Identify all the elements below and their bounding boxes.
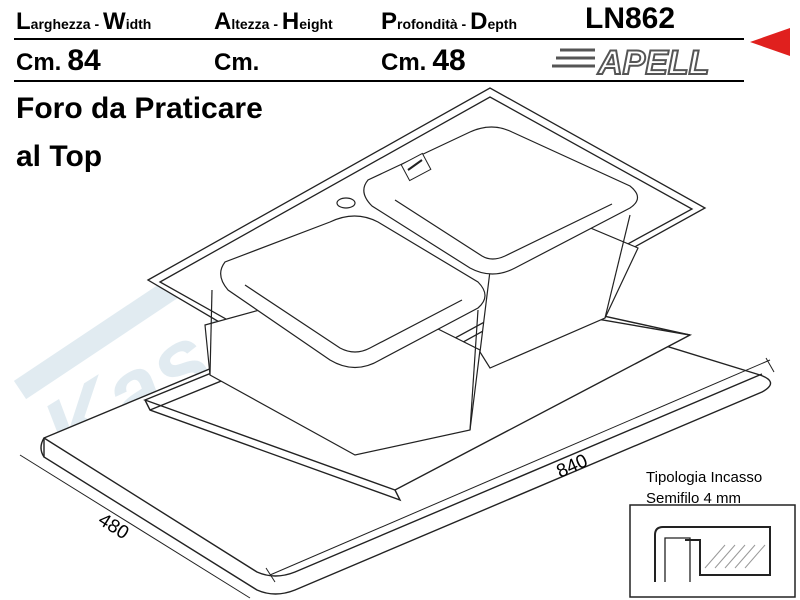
depth-label: Profondità - Depth <box>381 8 518 35</box>
dimension-width: 480 <box>94 509 132 544</box>
accent-arrow-icon <box>750 28 790 56</box>
height-value: Cm. <box>214 49 260 76</box>
overflow-icon <box>400 152 432 182</box>
header-rule-top <box>14 38 744 40</box>
width-value: Cm.84 <box>16 44 101 77</box>
depth-value: Cm.48 <box>381 44 466 77</box>
install-type-detail: Semifilo 4 mm <box>646 490 742 507</box>
apell-logo: APELL <box>552 43 710 83</box>
title-line-2: al Top <box>16 140 103 173</box>
dimension-lines <box>19 357 775 599</box>
tap-hole <box>336 197 356 209</box>
brand-wordmark: APELL <box>597 44 709 82</box>
install-type-label: Tipologia Incasso <box>646 469 763 486</box>
bowl-right <box>363 126 639 369</box>
title-line-1: Foro da Praticare <box>16 92 263 125</box>
install-type-box <box>629 504 796 598</box>
model-code: LN862 <box>585 2 676 35</box>
height-label: Altezza - Height <box>214 8 333 35</box>
header-rule-bottom <box>14 80 744 82</box>
bowl-left <box>204 215 486 456</box>
width-label: Larghezza - Width <box>16 8 152 35</box>
